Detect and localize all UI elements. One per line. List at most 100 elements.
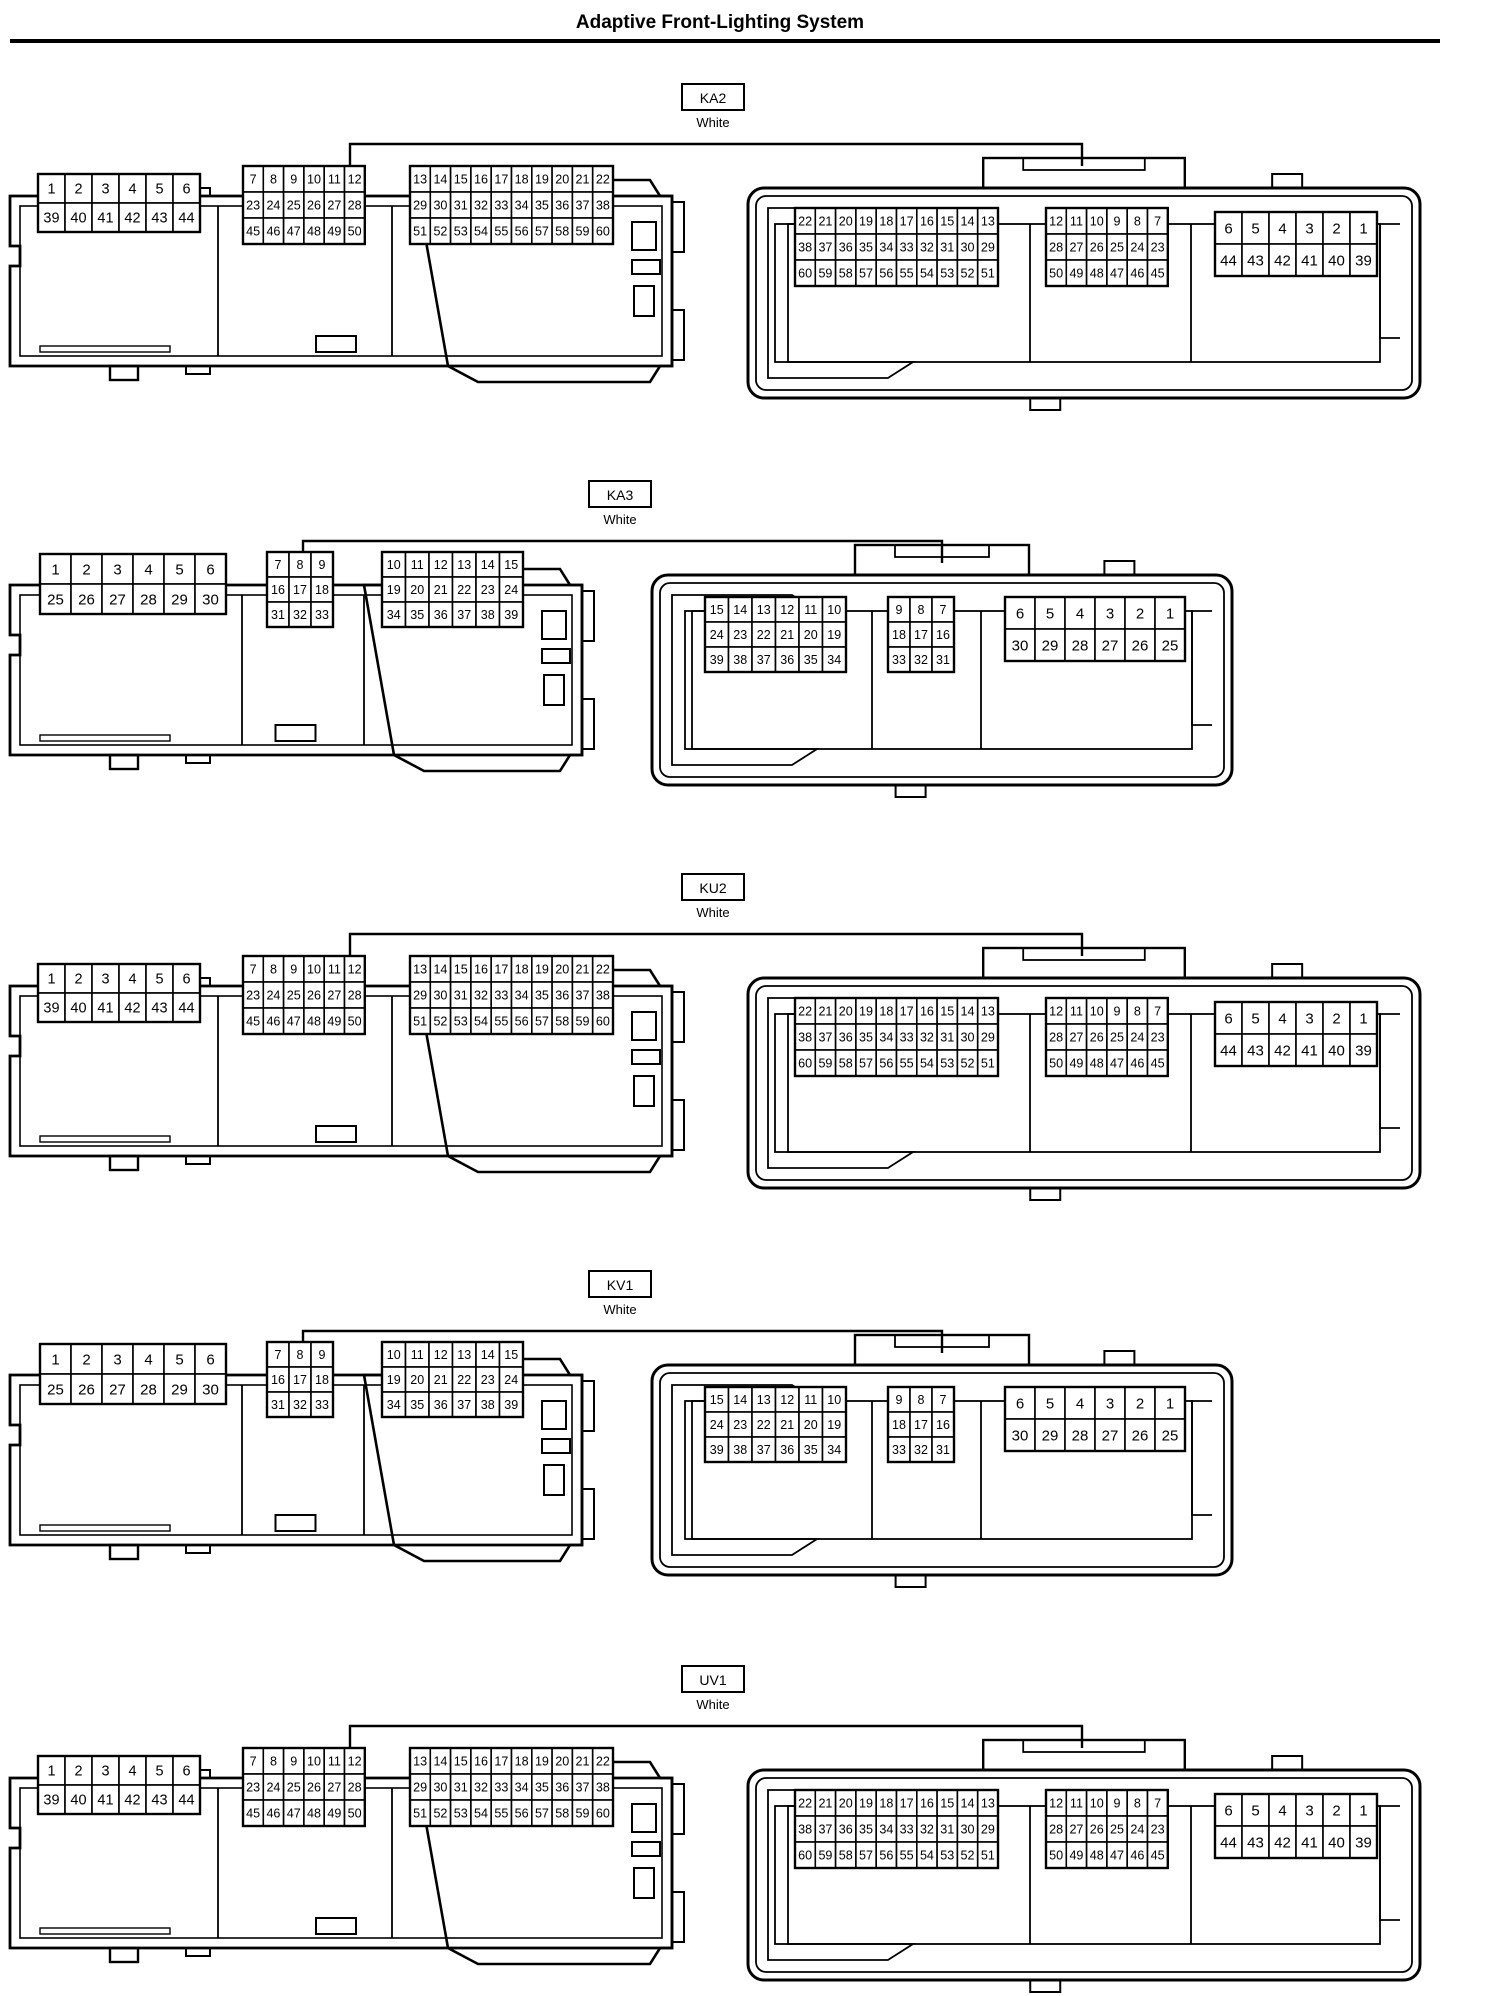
pin-number: 37 [757, 1443, 771, 1457]
pin-grid-border [38, 552, 228, 616]
pin-number: 58 [555, 1015, 569, 1029]
pin-number: 20 [555, 173, 569, 187]
pin-grid-border [886, 595, 956, 674]
housing-body [650, 1363, 1234, 1577]
pin-number: 15 [504, 1348, 518, 1362]
pin-number: 1 [1166, 605, 1174, 622]
pin-number: 3 [1106, 605, 1114, 622]
pin-number: 35 [804, 1443, 818, 1457]
pin-number: 10 [307, 1755, 321, 1769]
pin-cell [1034, 628, 1066, 662]
pin-number: 8 [918, 603, 925, 617]
pin-number: 31 [940, 1031, 954, 1045]
pin-grid-border [1213, 1792, 1379, 1860]
pin-number: 26 [78, 591, 95, 608]
pin-number: 15 [454, 1755, 468, 1769]
pin-number: 23 [733, 1418, 747, 1432]
pin-number: 33 [494, 1781, 508, 1795]
pin-number: 11 [1070, 215, 1083, 229]
pin-number: 23 [1151, 1823, 1165, 1837]
pin-number: 48 [1090, 267, 1104, 281]
pin-grid-border [1044, 206, 1170, 288]
pin-number: 36 [839, 241, 853, 255]
pin-number: 19 [535, 1755, 549, 1769]
pin-number: 59 [818, 1849, 832, 1863]
key-slot [315, 1917, 357, 1935]
pin-number: 34 [515, 1781, 529, 1795]
pin-number: 27 [109, 1381, 126, 1398]
lock-bar [671, 201, 685, 253]
key-slot [541, 648, 571, 664]
pin-number: 3 [101, 972, 109, 988]
pin-number: 58 [555, 1807, 569, 1821]
pin-number: 40 [1328, 252, 1345, 269]
pin-number: 30 [961, 241, 975, 255]
bottom-tab [108, 753, 140, 771]
pin-number: 26 [1090, 1823, 1104, 1837]
pin-number: 37 [457, 608, 471, 622]
pin-number: 39 [1355, 1042, 1372, 1059]
pin-number: 49 [1069, 1057, 1083, 1071]
pin-number: 29 [981, 1823, 995, 1837]
pin-number: 51 [413, 1015, 427, 1029]
pin-number: 15 [454, 173, 468, 187]
connector-label-box [681, 1665, 745, 1693]
pin-number: 2 [1136, 1395, 1144, 1412]
pin-number: 18 [515, 173, 529, 187]
pin-number: 6 [206, 1351, 214, 1368]
housing-body [746, 1768, 1422, 1982]
pin-number: 34 [879, 241, 893, 255]
pin-grid-border [886, 1385, 956, 1464]
pin-number: 38 [481, 608, 495, 622]
pin-number: 11 [804, 603, 817, 617]
pin-number: 36 [434, 1398, 448, 1412]
pin-number: 38 [596, 1781, 610, 1795]
top-lock-bump [982, 156, 1187, 190]
pin-number: 17 [914, 628, 928, 642]
housing-body [650, 573, 1234, 787]
pin-number: 40 [1328, 1834, 1345, 1851]
pin-number: 25 [1110, 1823, 1124, 1837]
pin-number: 18 [892, 1418, 906, 1432]
pin-cell [1094, 628, 1126, 662]
pin-number: 39 [504, 608, 518, 622]
pin-number: 26 [307, 199, 321, 213]
pin-number: 8 [1134, 1797, 1141, 1811]
pin-number: 11 [328, 1755, 341, 1769]
pin-number: 57 [859, 1057, 873, 1071]
pin-number: 30 [202, 1381, 219, 1398]
lock-window [1022, 1739, 1146, 1753]
pin-number: 35 [410, 1398, 424, 1412]
pin-number: 29 [171, 1381, 188, 1398]
pin-number: 34 [515, 989, 529, 1003]
pin-number: 19 [535, 963, 549, 977]
pin-number: 12 [348, 963, 362, 977]
pin-grid-border [265, 1340, 335, 1419]
pin-number: 21 [818, 215, 832, 229]
pin-number: 25 [1110, 1031, 1124, 1045]
pin-number: 24 [504, 1373, 518, 1387]
pin-number: 47 [287, 1015, 301, 1029]
pin-number: 14 [433, 173, 447, 187]
pin-number: 33 [315, 1398, 329, 1412]
pin-number: 16 [474, 1755, 488, 1769]
pin-number: 23 [246, 1781, 260, 1795]
pin-number: 34 [879, 1031, 893, 1045]
pin-number: 28 [1049, 241, 1063, 255]
pin-number: 1 [1359, 1802, 1367, 1819]
pin-number: 20 [839, 1005, 853, 1019]
pin-number: 15 [940, 1005, 954, 1019]
pin-number: 9 [290, 1755, 297, 1769]
top-tab [1271, 1755, 1304, 1771]
pin-number: 18 [879, 1005, 893, 1019]
pin-number: 27 [1102, 1427, 1119, 1444]
pin-number: 52 [961, 267, 975, 281]
pin-grid-border [1213, 1000, 1379, 1068]
pin-number: 11 [1070, 1005, 1083, 1019]
